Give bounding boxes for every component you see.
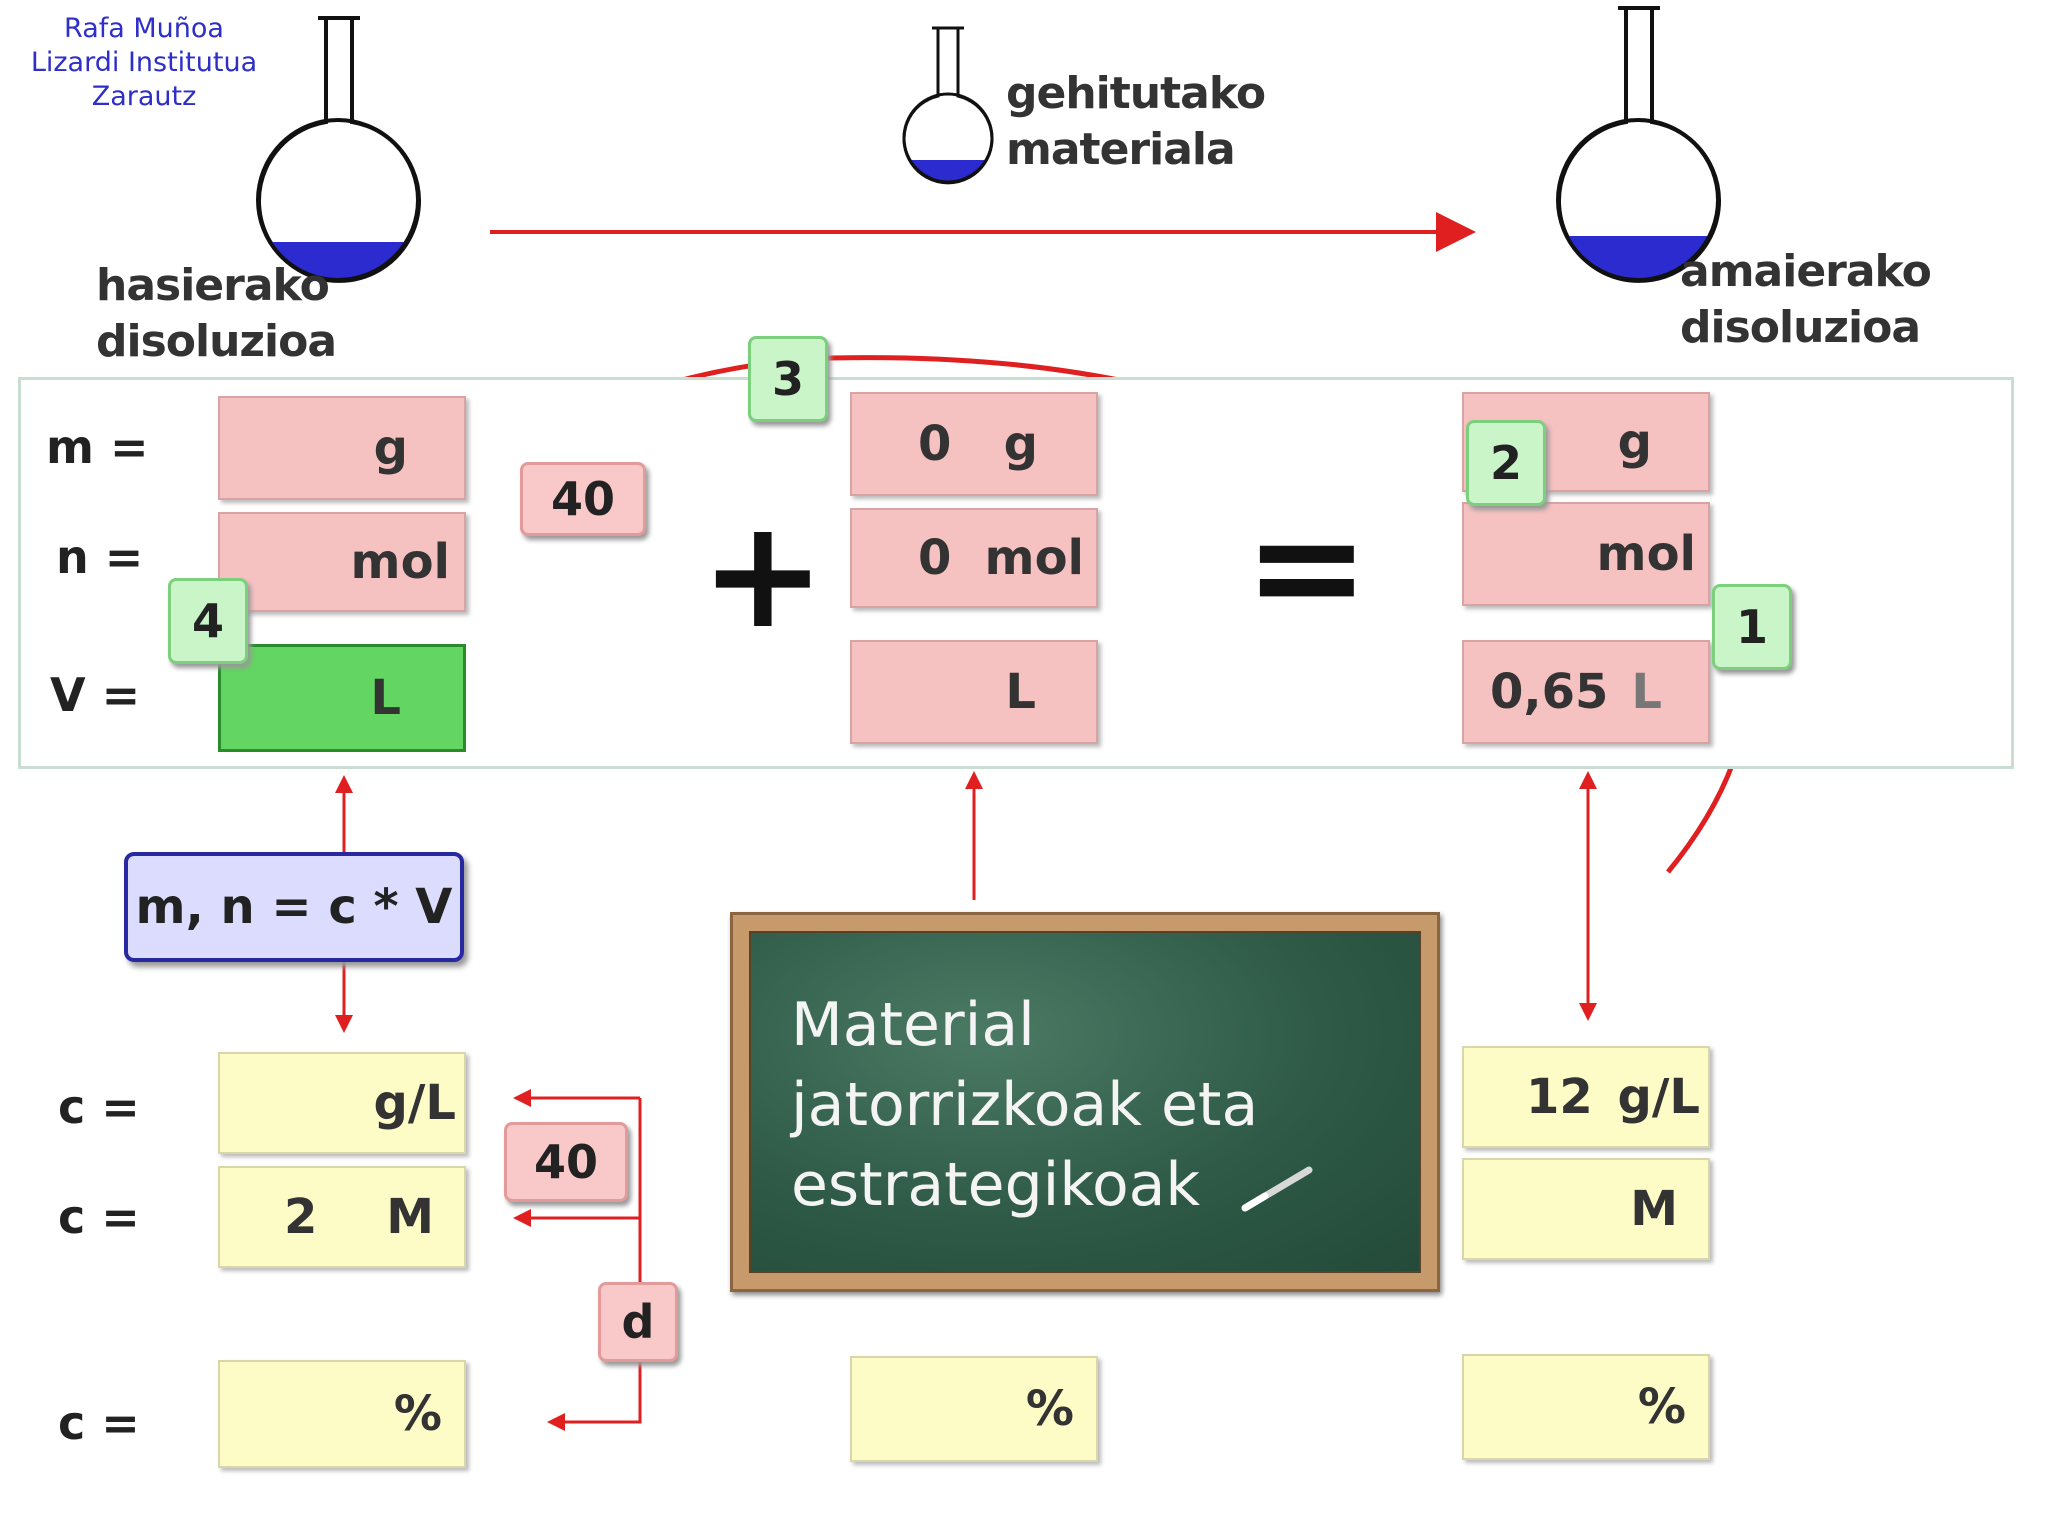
final-solution-label: amaierako disoluzioa <box>1680 246 1932 353</box>
chalkboard: Material jatorrizkoak eta estrategikoak <box>730 912 1440 1292</box>
initial-volume-field[interactable]: L <box>218 644 466 752</box>
author-school: Lizardi Institutua <box>30 47 258 78</box>
initial-moles-field[interactable]: mol <box>218 512 466 612</box>
plus-operator: + <box>700 488 826 662</box>
author-credit: Rafa Muñoa Lizardi Institutua Zarautz <box>14 12 274 114</box>
added-conc-pct-field[interactable]: % <box>850 1356 1098 1462</box>
row-label-c-gl: c = <box>58 1080 140 1134</box>
row-label-m: m = <box>46 420 149 474</box>
initial-conc-gl-field[interactable]: g/L <box>218 1052 466 1154</box>
final-conc-pct-field[interactable]: % <box>1462 1354 1710 1460</box>
step-1-badge: 1 <box>1712 584 1792 670</box>
initial-mass-field[interactable]: g <box>218 396 466 500</box>
added-mass-field[interactable]: 0 g <box>850 392 1098 496</box>
added-flask-icon <box>902 26 994 185</box>
final-moles-field[interactable]: mol <box>1462 502 1710 606</box>
chalkboard-line-2: jatorrizkoak eta <box>791 1070 1259 1140</box>
initial-solution-label: hasierako disoluzioa <box>96 260 337 367</box>
row-label-n: n = <box>56 530 144 584</box>
added-volume-field[interactable]: L <box>850 640 1098 744</box>
final-volume-field[interactable]: 0,65 L <box>1462 640 1710 744</box>
author-town: Zarautz <box>91 81 197 112</box>
row-label-c-pct: c = <box>58 1396 140 1450</box>
chalkboard-line-3: estrategikoak <box>791 1145 1419 1225</box>
author-name: Rafa Muñoa <box>64 13 224 44</box>
row-label-c-m: c = <box>58 1190 140 1244</box>
step-3-badge: 3 <box>748 336 828 422</box>
factor-bottom-badge: 40 <box>504 1122 628 1202</box>
final-conc-gl-field[interactable]: 12 g/L <box>1462 1046 1710 1148</box>
step-2-badge: 2 <box>1466 420 1546 506</box>
step-4-badge: 4 <box>168 578 248 664</box>
density-badge: d <box>598 1282 678 1362</box>
formula-box: m, n = c * V <box>124 852 464 962</box>
factor-top-badge: 40 <box>520 462 646 536</box>
added-moles-field[interactable]: 0 mol <box>850 508 1098 608</box>
row-label-v: V = <box>50 668 141 722</box>
initial-conc-m-field[interactable]: 2 M <box>218 1166 466 1268</box>
chalkboard-line-1: Material <box>791 990 1035 1060</box>
equals-operator: = <box>1244 480 1370 654</box>
initial-conc-pct-field[interactable]: % <box>218 1360 466 1468</box>
added-material-label: gehitutako materiala <box>1006 68 1266 175</box>
chalk-icon <box>1241 1166 1313 1212</box>
final-conc-m-field[interactable]: M <box>1462 1158 1710 1260</box>
